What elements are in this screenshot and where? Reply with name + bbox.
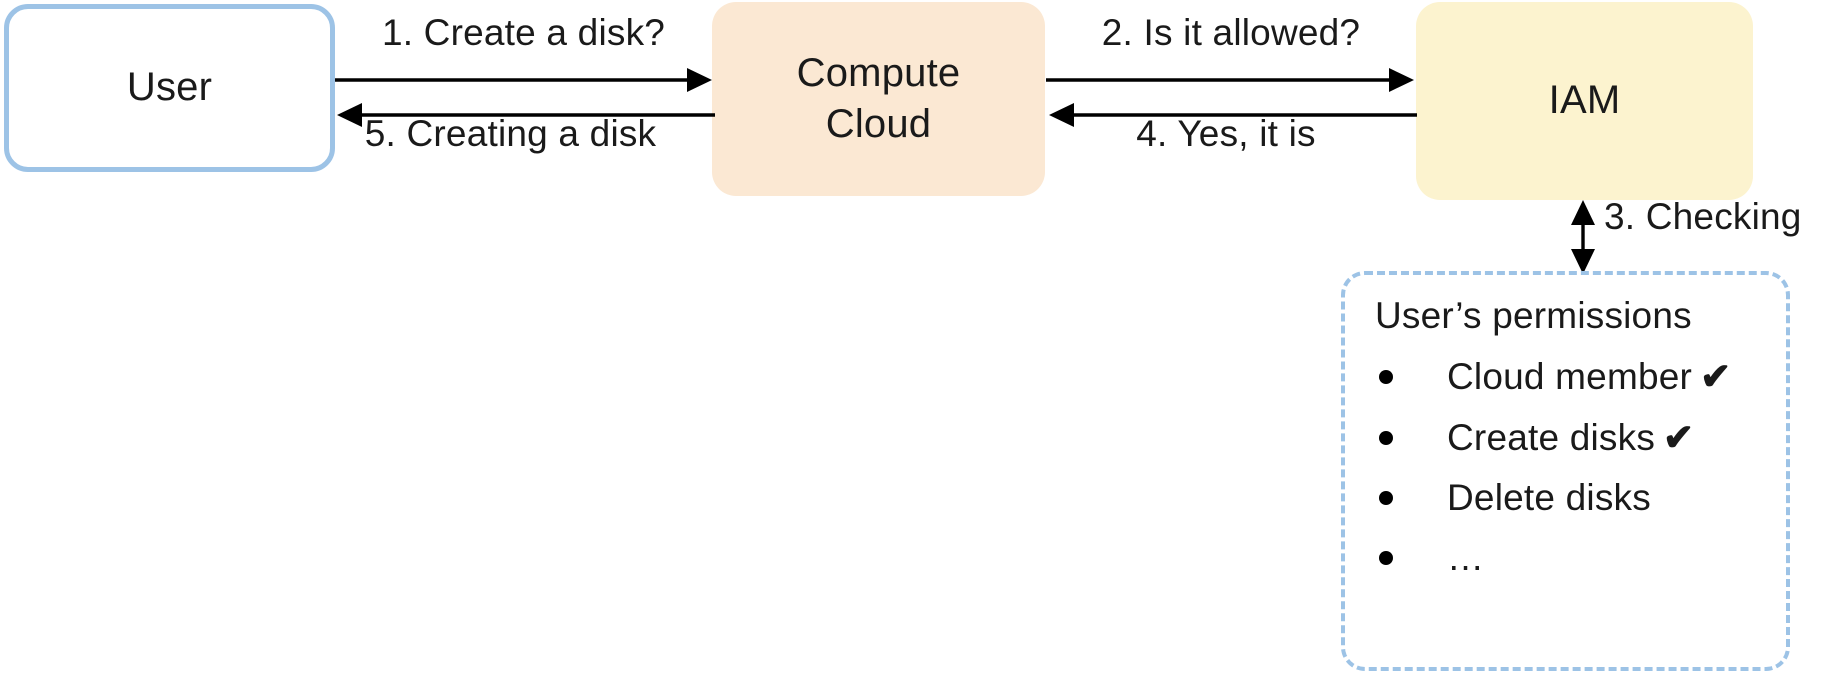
bullet-icon: [1379, 369, 1393, 384]
permissions-list: Cloud member✔ Create disks✔ Delete disks…: [1345, 349, 1786, 585]
node-iam-label: IAM: [1548, 78, 1621, 123]
permissions-panel[interactable]: User’s permissions Cloud member✔ Create …: [1341, 271, 1790, 671]
node-user-label: User: [126, 65, 213, 110]
arrow-step2-compute-to-iam: [1046, 68, 1414, 92]
permission-label: Delete disks: [1447, 477, 1651, 518]
bullet-icon: [1379, 551, 1393, 565]
bullet-icon: [1379, 430, 1393, 445]
edge-label-step3: 3. Checking: [1604, 196, 1802, 237]
permission-label: Cloud member: [1447, 356, 1693, 397]
arrow-step1-user-to-compute: [335, 68, 712, 92]
permission-item[interactable]: Cloud member✔: [1345, 349, 1786, 404]
permission-item[interactable]: Delete disks: [1345, 471, 1786, 525]
node-iam[interactable]: IAM: [1416, 2, 1753, 200]
edge-label-step2: 2. Is it allowed?: [1101, 12, 1361, 53]
permission-item[interactable]: Create disks✔: [1345, 410, 1786, 465]
node-compute-cloud[interactable]: Compute Cloud: [712, 2, 1045, 196]
permission-label: Create disks: [1447, 417, 1656, 458]
permission-item[interactable]: …: [1345, 531, 1786, 585]
check-icon: ✔: [1663, 417, 1695, 458]
edge-label-step4: 4. Yes, it is: [1136, 113, 1316, 154]
arrow-step3-iam-to-permissions: [1571, 200, 1595, 274]
node-user[interactable]: User: [4, 4, 335, 172]
check-icon: ✔: [1700, 356, 1732, 397]
permission-label: …: [1447, 537, 1485, 578]
edge-label-step1: 1. Create a disk?: [381, 12, 666, 53]
edge-label-step5: 5. Creating a disk: [364, 113, 657, 154]
permissions-panel-title: User’s permissions: [1375, 295, 1692, 336]
bullet-icon: [1379, 491, 1393, 505]
node-compute-cloud-label: Compute Cloud: [796, 50, 961, 146]
